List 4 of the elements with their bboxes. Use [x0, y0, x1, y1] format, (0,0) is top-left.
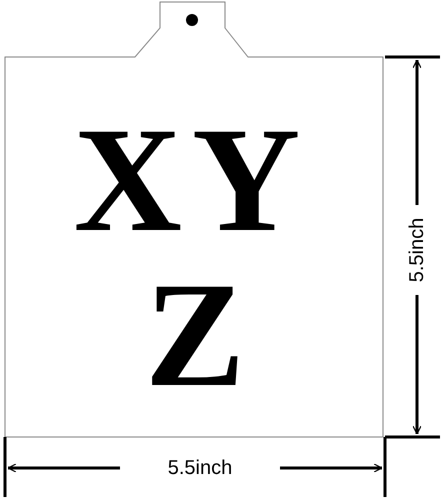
stencil-letter: Z [144, 260, 246, 410]
dimension-label: 5.5inch [407, 218, 427, 282]
stencil-letters: XY [74, 105, 310, 255]
dimension-label: 5.5inch [168, 458, 232, 478]
